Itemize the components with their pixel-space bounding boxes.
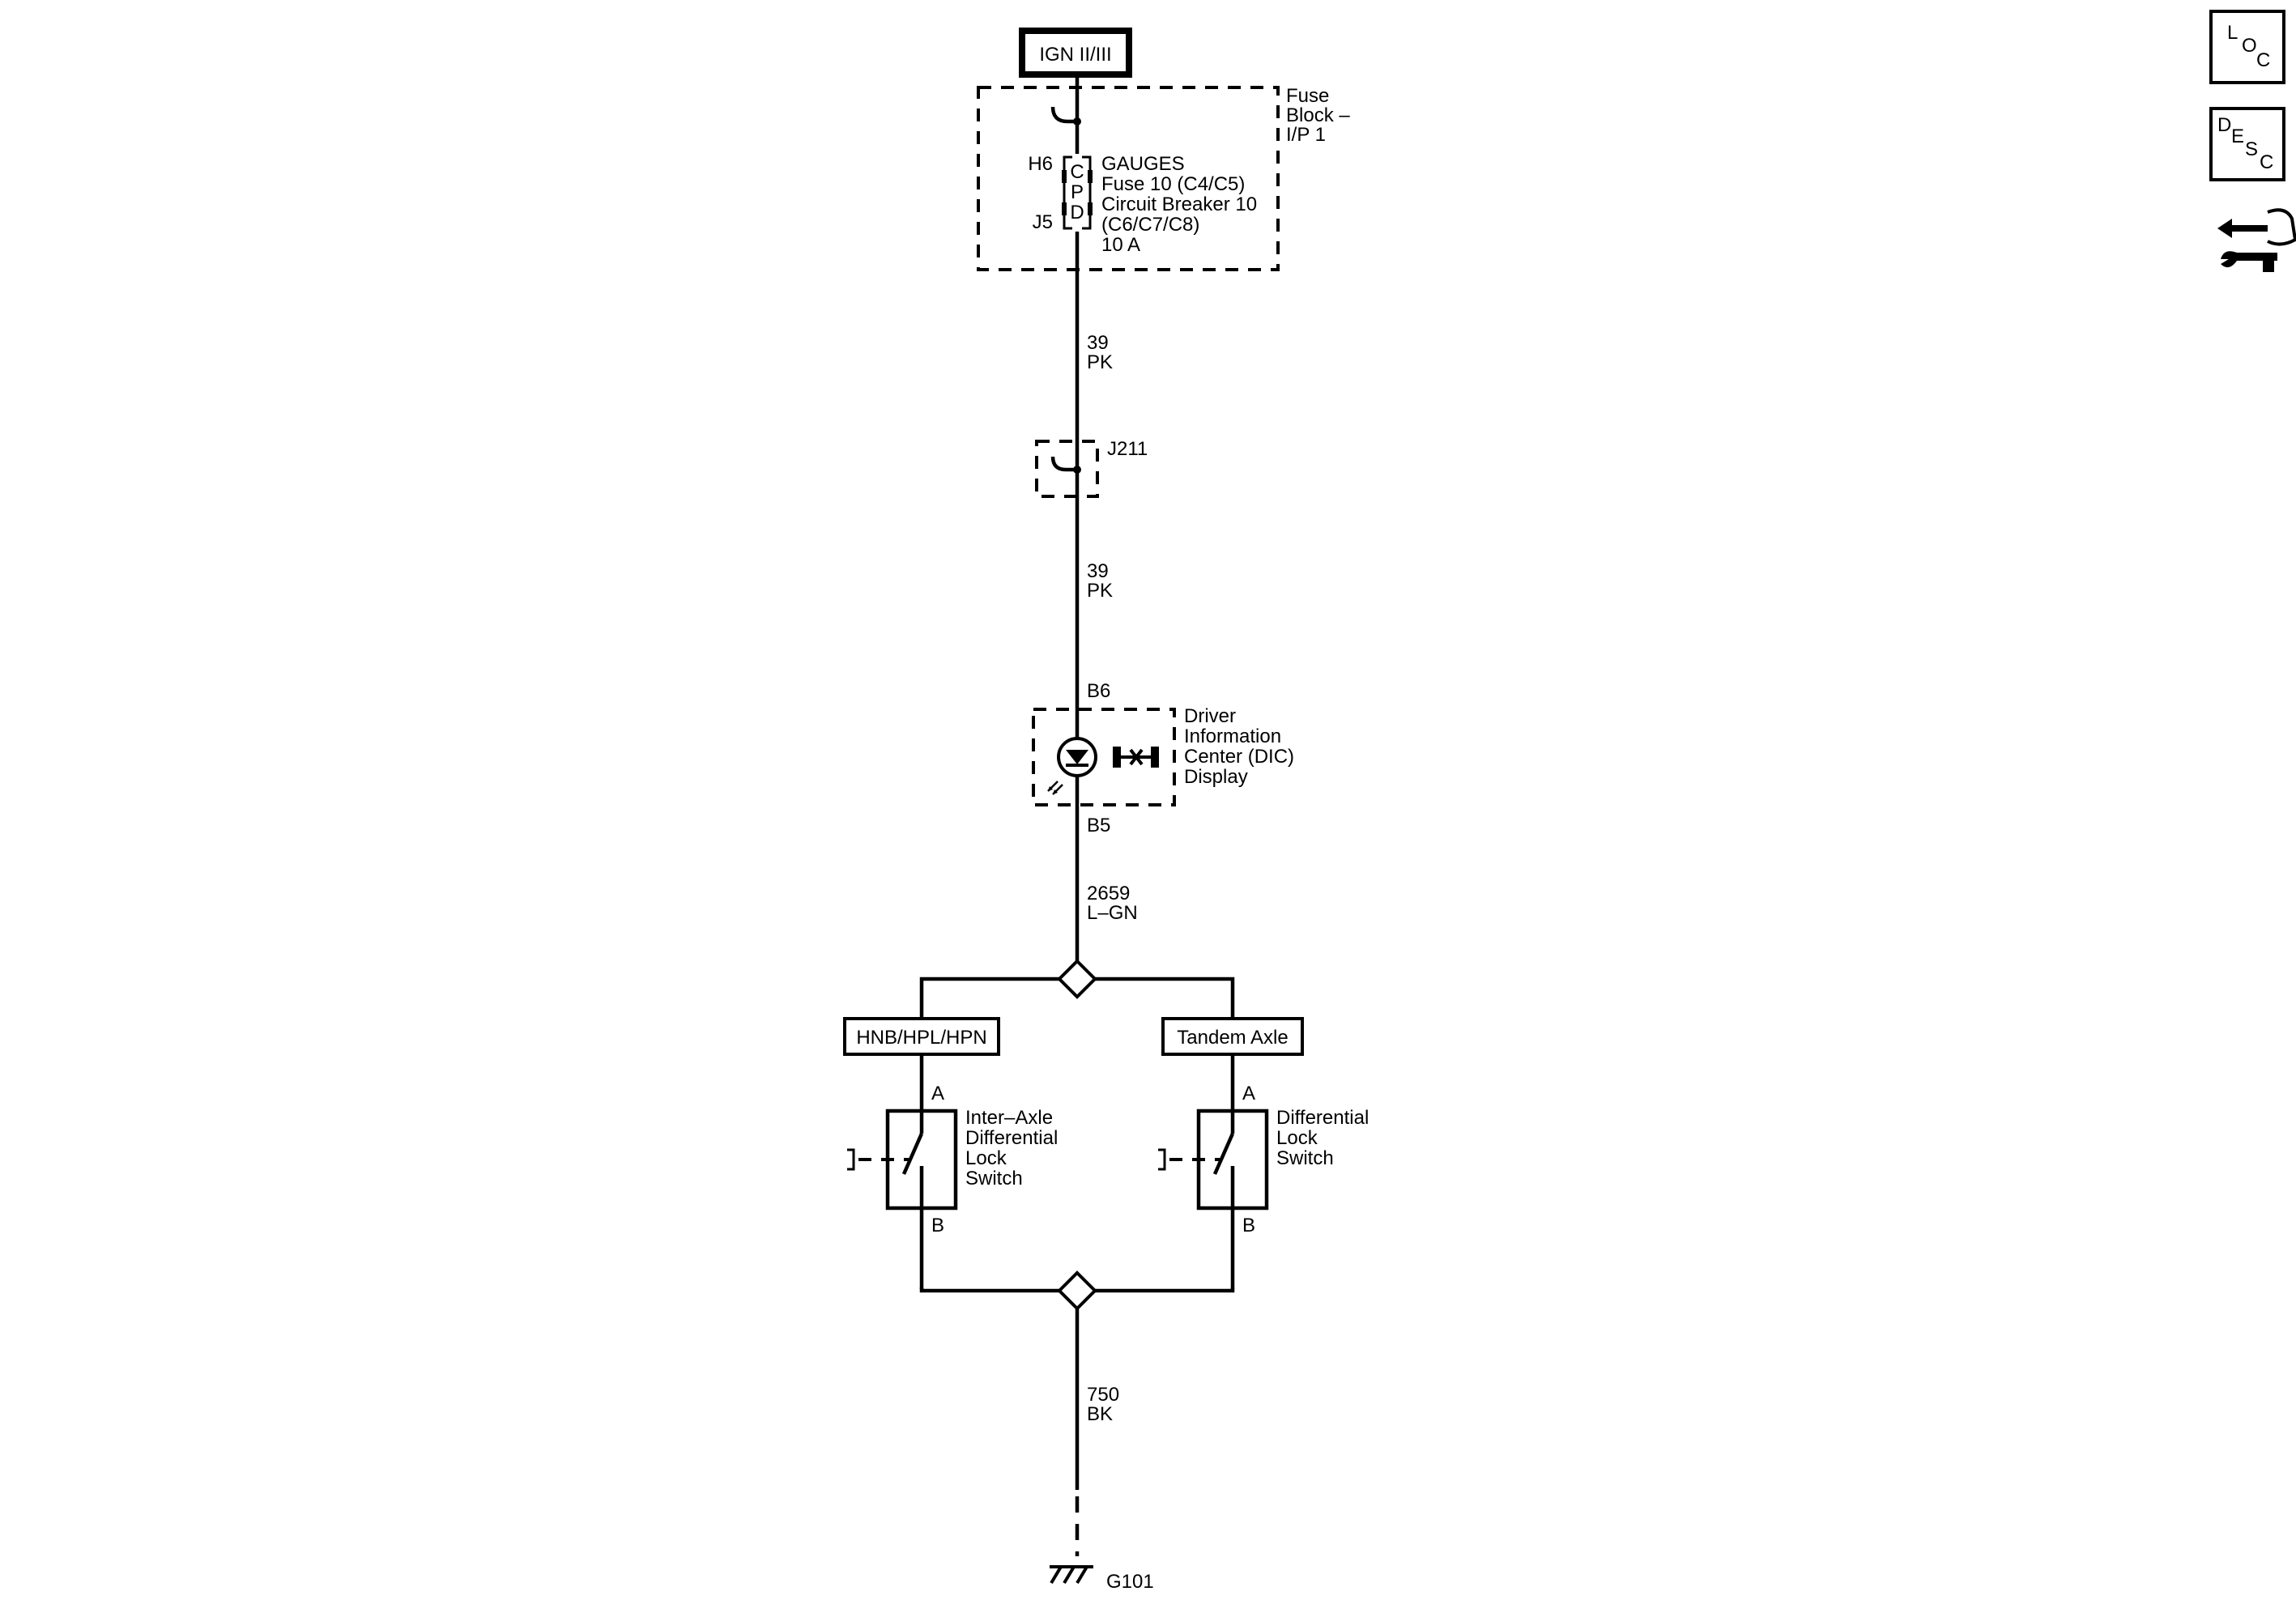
fuse-line-2: Fuse 10 (C4/C5) [1101,173,1245,195]
desc-icon[interactable]: D E S C [2209,107,2285,181]
switch-left-pin-a: A [931,1083,944,1104]
loc-letter-l: L [2227,22,2238,44]
cpd-letter-d: D [1070,202,1084,223]
branch-bottom-left [919,1287,1059,1293]
ground-g101: G101 [1050,1565,1154,1593]
desc-letter-d: D [2217,114,2231,136]
fuse-bus-hook [1050,106,1077,124]
cpd-letter-c: C [1070,161,1084,183]
loc-letter-c: C [2256,49,2270,71]
inter-axle-differential-lock-switch: A B Inter–Axle Differential Lock Switch [847,1054,1058,1289]
cpd-bracket-left [1063,155,1072,230]
fuse-line-5: 10 A [1101,234,1140,256]
fuse-block-name-1: Fuse [1286,85,1329,107]
fuse-line-4: (C6/C7/C8) [1101,214,1199,236]
wire-1-circuit: 39 [1087,332,1109,354]
splice-j211: J211 [1035,438,1148,498]
dic-display: B6 Driver Information Center (DIC) Displ… [1032,680,1294,836]
differential-lock-switch: A B Differential Lock Switch [1158,1054,1369,1289]
dic-name-1: Driver [1184,705,1236,727]
wire-2-circuit: 39 [1087,560,1109,582]
wire-3-circuit: 2659 [1087,883,1130,904]
fuse-block-outline [977,86,1280,271]
ign-power-source: IGN II/III [1019,28,1132,78]
fuse-block-name-2: Block – [1286,104,1350,126]
dic-name-2: Information [1184,726,1281,747]
fuse-pin-j5: J5 [1033,211,1053,233]
desc-letter-e: E [2231,126,2244,147]
fuse-block-ip1: Fuse Block – I/P 1 C P D H6 J5 GAUGES Fu… [977,85,1350,271]
dic-pin-b6: B6 [1087,680,1110,702]
fuse-line-3: Circuit Breaker 10 [1101,194,1257,215]
loc-letter-o: O [2242,35,2257,57]
fuse-pin-h6: H6 [1028,153,1053,175]
option-right: Tandem Axle [1161,1017,1304,1056]
switch-left-name-2: Differential [965,1127,1058,1149]
splice-label: J211 [1107,438,1148,460]
ground-icon [1050,1565,1093,1585]
switch-left-name-1: Inter–Axle [965,1107,1053,1129]
dic-name-4: Display [1184,766,1248,788]
cpd-bracket-right [1082,155,1092,230]
connector-wrench-icon[interactable] [2217,208,2296,272]
led-icon [1047,737,1097,795]
dic-name-3: Center (DIC) [1184,746,1294,768]
fuse-line-1: GAUGES [1101,153,1185,175]
switch-left-pin-b: B [931,1215,944,1236]
wire-1-color: PK [1087,351,1113,373]
option-left: HNB/HPL/HPN [843,1017,1000,1056]
branch-bottom-right [1095,1287,1235,1293]
switch-right-name-2: Lock [1276,1127,1318,1149]
junction-bottom [1057,1270,1097,1311]
switch-right-name-1: Differential [1276,1107,1369,1129]
branch-top-right [1095,977,1235,1019]
switch-left-name-4: Switch [965,1168,1023,1189]
option-right-label: Tandem Axle [1177,1027,1288,1049]
splice-outline [1035,440,1099,498]
switch-left-contact [901,1133,924,1175]
fuse-block-name-3: I/P 1 [1286,124,1326,146]
switch-left-name-3: Lock [965,1147,1007,1169]
dic-pin-b5: B5 [1087,815,1110,836]
switch-right-contact [1212,1133,1235,1175]
dic-outline [1032,708,1176,806]
wire-4-color: BK [1087,1403,1113,1425]
switch-left-actuator [847,1148,855,1171]
branch-top-left [919,977,1059,1019]
option-left-label: HNB/HPL/HPN [856,1027,986,1049]
wire-3-color: L–GN [1087,902,1138,924]
junction-top [1057,959,1097,999]
switch-right-pin-b: B [1242,1215,1255,1236]
wire-4-circuit: 750 [1087,1384,1119,1406]
loc-icon[interactable]: L O C [2209,10,2285,84]
switch-right-name-3: Switch [1276,1147,1334,1169]
splice-hook [1050,456,1077,472]
switch-right-pin-a: A [1242,1083,1255,1104]
differential-lock-icon [1113,747,1159,768]
cpd-letter-p: P [1071,181,1084,203]
desc-letter-c: C [2260,151,2273,173]
switch-right-actuator [1158,1148,1166,1171]
ground-label: G101 [1106,1571,1154,1593]
desc-letter-s: S [2245,138,2258,160]
wire-2-color: PK [1087,580,1113,602]
ign-label: IGN II/III [1039,44,1111,66]
